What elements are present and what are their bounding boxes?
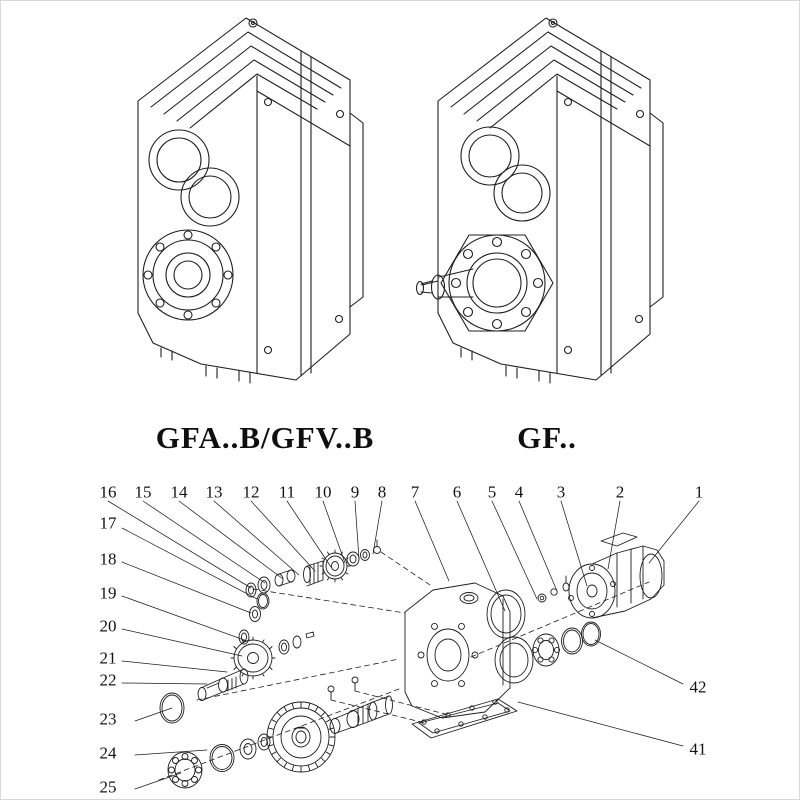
callout-15: 15 xyxy=(134,482,152,502)
output-shaft-parts xyxy=(167,676,393,789)
gasket-plate xyxy=(411,698,518,739)
housing xyxy=(404,582,511,719)
callout-7: 7 xyxy=(410,482,420,502)
callout-41: 41 xyxy=(689,739,707,759)
gearbox-drawing-gf xyxy=(415,17,664,384)
callout-23: 23 xyxy=(99,709,117,729)
callout-22: 22 xyxy=(99,670,117,690)
model-label-gf: GF.. xyxy=(517,420,577,455)
callout-24: 24 xyxy=(99,743,117,763)
callout-3: 3 xyxy=(556,482,566,502)
callout-9: 9 xyxy=(350,482,360,502)
callout-8: 8 xyxy=(377,482,387,502)
callout-11: 11 xyxy=(278,482,296,502)
callout-4: 4 xyxy=(514,482,524,502)
callout-17: 17 xyxy=(99,513,117,533)
input-seal-and-screws xyxy=(486,575,570,639)
callout-42: 42 xyxy=(689,677,707,697)
callout-20: 20 xyxy=(99,616,117,636)
callout-5: 5 xyxy=(487,482,497,502)
callout-18: 18 xyxy=(99,549,117,569)
callout-19: 19 xyxy=(99,583,117,603)
callout-1: 1 xyxy=(694,482,704,502)
intermediate-gear-parts xyxy=(159,592,315,724)
callout-21: 21 xyxy=(99,648,117,668)
motor-assembly xyxy=(568,532,665,619)
callout-10: 10 xyxy=(314,482,332,502)
upper-shaft-parts xyxy=(245,539,381,598)
callout-13: 13 xyxy=(205,482,223,502)
callout-6: 6 xyxy=(452,482,462,502)
leader-lines xyxy=(107,500,700,790)
callout-16: 16 xyxy=(99,482,117,502)
callout-14: 14 xyxy=(170,482,188,502)
assembly-axis-lines xyxy=(158,551,650,781)
gearbox-drawing-gfab xyxy=(137,17,364,384)
callout-25: 25 xyxy=(99,777,117,797)
model-label-gfab: GFA..B/GFV..B xyxy=(155,420,375,455)
exploded-view xyxy=(107,500,700,790)
output-bearing-rings xyxy=(494,621,601,684)
callout-12: 12 xyxy=(242,482,260,502)
callout-2: 2 xyxy=(615,482,625,502)
